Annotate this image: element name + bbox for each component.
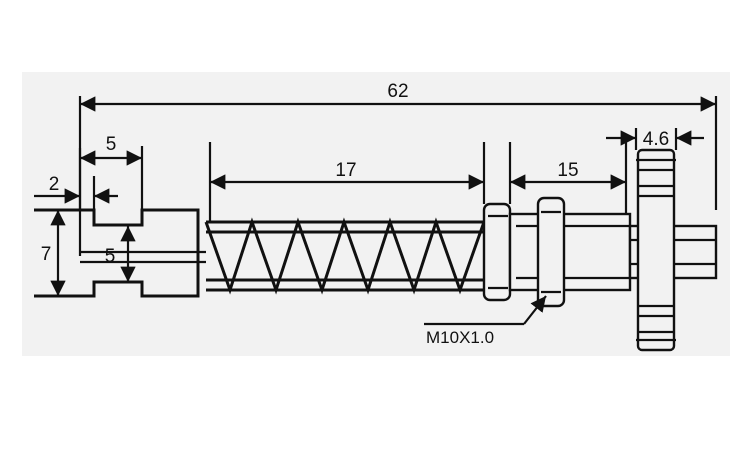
hose-barb-width-label: 4.6 bbox=[643, 129, 669, 150]
spring-length-label: 17 bbox=[335, 160, 356, 181]
thread-callout-label: M10X1.0 bbox=[426, 328, 494, 347]
spring bbox=[204, 217, 486, 295]
dim-body-length: 15 bbox=[508, 142, 628, 214]
left-tip-width-label: 2 bbox=[49, 174, 60, 195]
overall-height-label: 7 bbox=[41, 244, 52, 265]
body-length-label: 15 bbox=[557, 160, 578, 181]
hose-barb bbox=[636, 148, 676, 352]
dim-left-tip: 2 bbox=[34, 174, 118, 225]
hex-nut bbox=[536, 196, 566, 308]
dim-shaft-diameter: 5 bbox=[105, 226, 136, 282]
lock-nut bbox=[482, 202, 512, 302]
vacuum-pad-body bbox=[34, 148, 718, 352]
overall-length-label: 62 bbox=[387, 81, 408, 102]
shaft-diameter-label: 5 bbox=[105, 246, 116, 267]
left-head-length-label: 5 bbox=[106, 134, 117, 155]
thread-callout: M10X1.0 bbox=[424, 295, 547, 347]
dim-left-head: 5 bbox=[78, 134, 144, 225]
dim-spring-length: 17 bbox=[208, 142, 486, 222]
dim-overall-height: 7 bbox=[41, 210, 66, 296]
dim-hose-barb-width: 4.6 bbox=[606, 128, 704, 150]
